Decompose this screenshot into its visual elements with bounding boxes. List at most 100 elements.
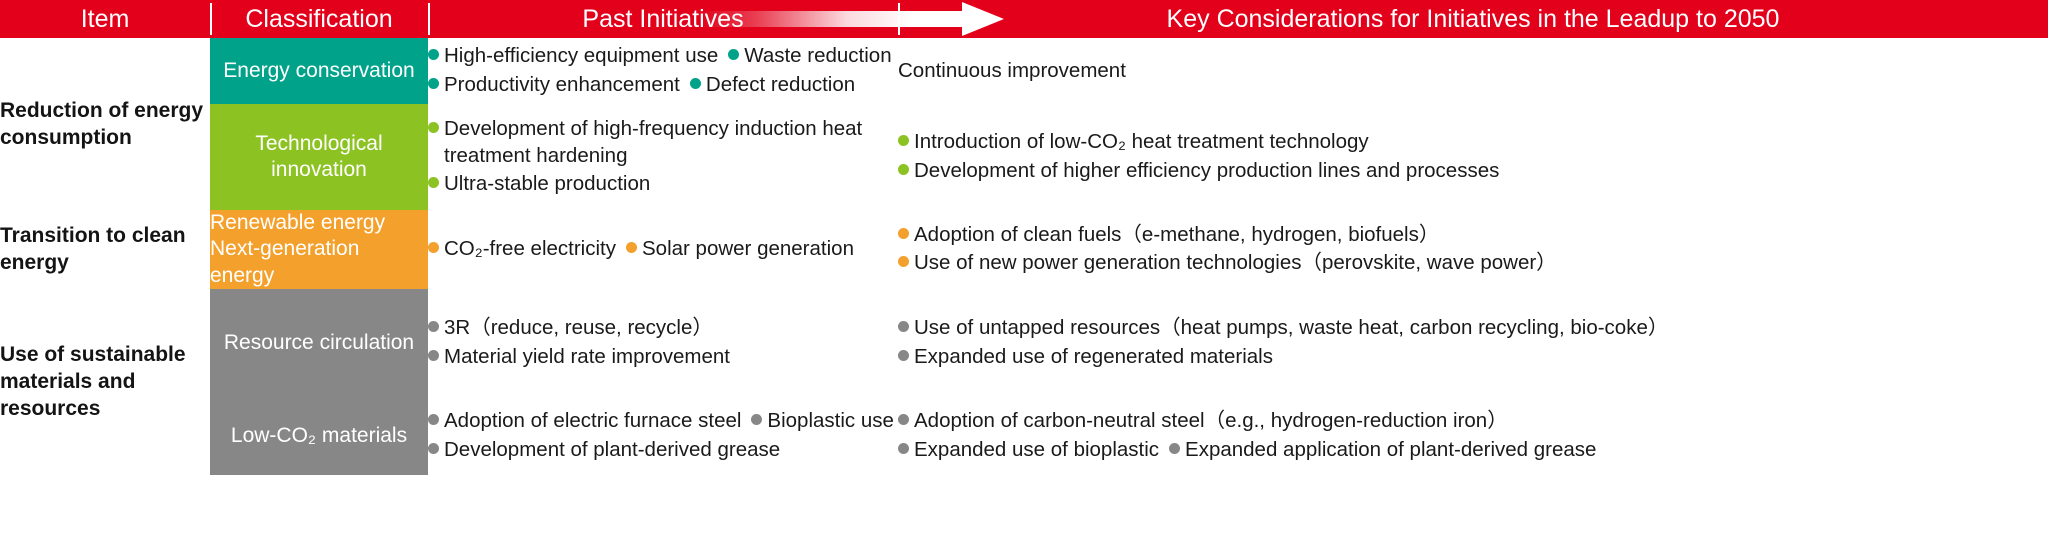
- bullet-teal-icon: [728, 49, 740, 61]
- past-initiatives-cell-technological-innovation: Development of high-frequency induction …: [428, 104, 898, 210]
- list-item: High-efficiency equipment use Waste reduc…: [428, 43, 898, 70]
- table-row: Technological innovation Development of …: [0, 104, 2048, 210]
- list-item-label: Introduction of low-CO₂ heat treatment t…: [914, 130, 1369, 154]
- table-row: Use of sustainable materials and resourc…: [0, 288, 2048, 475]
- list-item: CO₂-free electricity Solar power generati…: [428, 236, 898, 263]
- list-item-label: Adoption of carbon-neutral steel（e.g., h…: [914, 409, 1508, 433]
- list-item-label: Waste reduction: [744, 44, 892, 68]
- list-item-label: Use of new power generation technologies…: [914, 251, 1557, 275]
- static-text: Continuous improvement: [898, 58, 1126, 82]
- list-item: Adoption of clean fuels（e-methane, hydro…: [898, 222, 2048, 249]
- key-considerations-cell-low-co2-materials: Adoption of carbon-neutral steel（e.g., h…: [898, 396, 2048, 475]
- past-initiatives-cell-resource-circulation: 3R（reduce, reuse, recycle） Material yiel…: [428, 288, 898, 397]
- table-header-row: Item Classification Past Initiatives Key…: [0, 0, 2048, 38]
- bullet-orange-icon: [898, 227, 909, 239]
- list-item-label: Defect reduction: [705, 73, 856, 96]
- classification-cell-energy-conservation: Energy conservation: [210, 38, 428, 104]
- classification-line-2: Next-generation energy: [210, 237, 360, 287]
- bullet-gray-icon: [751, 414, 763, 426]
- list-item-label: Solar power generation: [642, 237, 854, 261]
- bullet-orange-icon: [898, 256, 909, 268]
- header-divider: [210, 3, 212, 35]
- key-considerations-cell-resource-circulation: Use of untapped resources（heat pumps, wa…: [898, 288, 2048, 397]
- list-item: Productivity enhancement Defect reduction: [428, 72, 898, 99]
- list-item-label: Use of untapped resources（heat pumps, wa…: [914, 316, 1669, 340]
- header-label-key-considerations: Key Considerations for Initiatives in th…: [1166, 4, 1780, 33]
- bullet-gray-icon: [428, 414, 439, 426]
- bullet-orange-icon: [428, 242, 439, 254]
- list-item: Development of higher efficiency product…: [898, 158, 2048, 185]
- bullet-gray-icon: [898, 349, 909, 361]
- key-considerations-cell-energy-conservation: Continuous improvement: [898, 38, 2048, 104]
- header-cell-key-considerations: Key Considerations for Initiatives in th…: [898, 0, 2048, 38]
- key-considerations-cell-renewable-energy: Adoption of clean fuels（e-methane, hydro…: [898, 210, 2048, 289]
- initiatives-table: Item Classification Past Initiatives Key…: [0, 0, 2048, 475]
- bullet-gray-icon: [428, 321, 439, 333]
- bullet-teal-icon: [428, 49, 439, 61]
- header-divider: [898, 3, 900, 35]
- list-item: Development of plant-derived grease: [428, 437, 898, 464]
- list-item: Expanded use of bioplastic Expanded appli…: [898, 437, 2048, 464]
- classification-cell-low-co2-materials: Low-CO₂ materials: [210, 396, 428, 475]
- list-item-label: CO₂-free electricity: [444, 237, 616, 261]
- header-cell-past-initiatives: Past Initiatives: [428, 0, 1004, 38]
- list-item-label: 3R（reduce, reuse, recycle）: [444, 316, 713, 340]
- list-item: Ultra-stable production: [428, 171, 898, 198]
- classification-cell-renewable-energy: Renewable energy Next-generation energy: [210, 210, 428, 289]
- list-item: 3R（reduce, reuse, recycle）: [428, 315, 898, 342]
- list-item-label: High-efficiency equipment use: [444, 44, 719, 68]
- list-item-label: Bioplastic use: [767, 409, 894, 433]
- table-row: Transition to clean energy Renewable ene…: [0, 210, 2048, 289]
- list-item-label: Expanded use of bioplastic: [914, 437, 1160, 461]
- list-item-label: Adoption of electric furnace steel: [444, 409, 742, 433]
- list-item-label: Material yield rate improvement: [444, 344, 730, 368]
- list-item: Introduction of low-CO₂ heat treatment t…: [898, 129, 2048, 156]
- item-cell-sustainable-materials: Use of sustainable materials and resourc…: [0, 288, 210, 475]
- table-row: Low-CO₂ materials Adoption of electric f…: [0, 396, 2048, 475]
- header-label-item: Item: [80, 4, 130, 33]
- bullet-gray-icon: [898, 321, 909, 333]
- list-item: Development of high-frequency induction …: [428, 116, 898, 169]
- header-divider: [428, 3, 430, 35]
- bullet-teal-icon: [428, 78, 439, 89]
- table-row: Reduction of energy consumption Energy c…: [0, 38, 2048, 210]
- list-item: Adoption of carbon-neutral steel（e.g., h…: [898, 408, 2048, 435]
- bullet-green-icon: [428, 122, 439, 134]
- bullet-gray-icon: [898, 414, 909, 426]
- past-initiatives-cell-energy-conservation: High-efficiency equipment use Waste reduc…: [428, 38, 898, 104]
- bullet-gray-icon: [428, 349, 439, 361]
- bullet-green-icon: [428, 177, 439, 189]
- list-item-label: Development of higher efficiency product…: [914, 159, 1500, 182]
- item-cell-transition-clean-energy: Transition to clean energy: [0, 210, 210, 289]
- list-item: Use of untapped resources（heat pumps, wa…: [898, 315, 2048, 342]
- bullet-gray-icon: [1169, 442, 1181, 454]
- header-cell-classification: Classification: [210, 0, 428, 38]
- list-item-label: Ultra-stable production: [444, 172, 651, 196]
- header-cell-item: Item: [0, 0, 210, 38]
- bullet-orange-icon: [626, 242, 637, 254]
- list-item-label: Development of plant-derived grease: [444, 437, 781, 461]
- past-initiatives-cell-renewable-energy: CO₂-free electricity Solar power generati…: [428, 210, 898, 289]
- list-item: Expanded use of regenerated materials: [898, 344, 2048, 371]
- header-label-classification: Classification: [245, 4, 393, 33]
- past-initiatives-cell-low-co2-materials: Adoption of electric furnace steel Biopla…: [428, 396, 898, 475]
- header-label-past-initiatives: Past Initiatives: [582, 4, 744, 33]
- bullet-gray-icon: [428, 442, 439, 454]
- list-item-label: Productivity enhancement: [444, 73, 680, 96]
- list-item-label: Expanded application of plant-derived gr…: [1185, 437, 1597, 461]
- bullet-green-icon: [898, 135, 909, 147]
- list-item-label: Expanded use of regenerated materials: [914, 344, 1273, 368]
- classification-cell-resource-circulation: Resource circulation: [210, 288, 428, 397]
- bullet-teal-icon: [689, 78, 701, 89]
- list-item: Use of new power generation technologies…: [898, 250, 2048, 277]
- list-item-label: Adoption of clean fuels（e-methane, hydro…: [914, 222, 1440, 246]
- list-item: Material yield rate improvement: [428, 344, 898, 371]
- key-considerations-cell-technological-innovation: Introduction of low-CO₂ heat treatment t…: [898, 104, 2048, 210]
- bullet-gray-icon: [898, 442, 909, 454]
- bullet-green-icon: [898, 164, 909, 175]
- list-item-label: Development of high-frequency induction …: [444, 117, 863, 167]
- classification-line-1: Renewable energy: [210, 211, 386, 234]
- item-cell-reduction-energy: Reduction of energy consumption: [0, 38, 210, 210]
- classification-cell-technological-innovation: Technological innovation: [210, 104, 428, 210]
- list-item: Adoption of electric furnace steel Biopla…: [428, 408, 898, 435]
